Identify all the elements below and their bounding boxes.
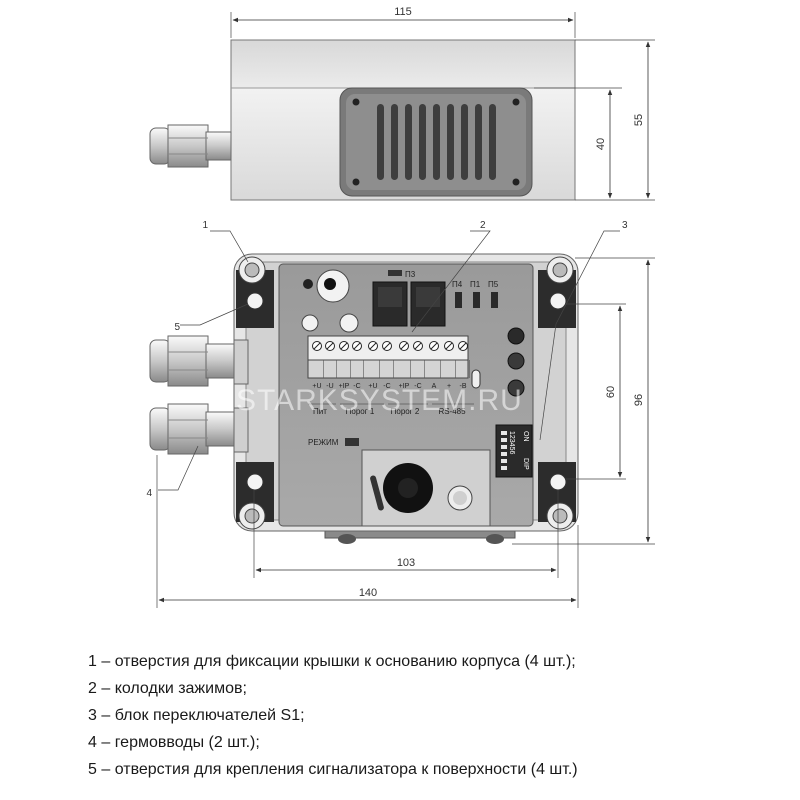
terminal-pin-label: +IP bbox=[399, 383, 410, 390]
dim-bottom-width: 140 bbox=[359, 587, 377, 599]
dim-body-height: 96 bbox=[633, 394, 645, 406]
terminal-screw-slot bbox=[430, 342, 438, 350]
terminal-blocks bbox=[307, 335, 470, 379]
group-label-rs485: RS-485 bbox=[438, 407, 466, 416]
terminal-screw-slot bbox=[414, 342, 422, 350]
dip-numbers: 123456 bbox=[508, 431, 515, 454]
vent-slots bbox=[377, 104, 496, 180]
terminal-pin-label: A bbox=[432, 383, 437, 390]
mode-button bbox=[345, 438, 359, 446]
terminal-pin-label: -U bbox=[326, 383, 333, 390]
side-view: 115 40 55 bbox=[149, 6, 655, 201]
terminal-pin-label: -C bbox=[414, 383, 421, 390]
terminal-screw-slot bbox=[459, 342, 467, 350]
legend: 1 – отверстия для фиксации крышки к осно… bbox=[88, 648, 788, 783]
dim-top-outer-height: 55 bbox=[633, 114, 645, 126]
terminal-pin-label: + bbox=[447, 383, 451, 390]
side-cable-gland bbox=[149, 124, 232, 168]
legend-item-5: 5 – отверстия для крепления сигнализатор… bbox=[88, 761, 578, 778]
terminal-screw-slot bbox=[400, 342, 408, 350]
dip-on-label: ON bbox=[522, 431, 529, 442]
terminal-screw-slot bbox=[369, 342, 377, 350]
callout-1: 1 bbox=[202, 220, 208, 231]
terminal-block-base bbox=[307, 359, 469, 379]
terminal-screw-slot bbox=[340, 342, 348, 350]
lid-fixing-holes bbox=[238, 256, 574, 530]
cable-gland-lower bbox=[149, 403, 239, 455]
terminal-pin-label: -B bbox=[460, 383, 467, 390]
terminal-pin-label: -C bbox=[353, 383, 360, 390]
jumpers-p4-p1-p5 bbox=[455, 292, 498, 308]
terminal-pin-label: +U bbox=[312, 383, 321, 390]
dip-label: DIP bbox=[522, 458, 529, 470]
vent-screws bbox=[352, 98, 520, 186]
terminal-pin-labels: +U -U +IP -C +U -C +IP -C A + -B bbox=[312, 383, 466, 390]
legend-item-2: 2 – колодки зажимов; bbox=[88, 680, 247, 697]
group-label-threshold-1: Порог 1 bbox=[346, 407, 375, 416]
cable-gland-upper bbox=[149, 335, 239, 387]
dip-switch: ON DIP 123456 bbox=[495, 424, 533, 478]
terminal-screw-slot bbox=[326, 342, 334, 350]
group-label-power: Пит bbox=[313, 407, 327, 416]
callout-5: 5 bbox=[174, 322, 180, 333]
legend-item-1: 1 – отверстия для фиксации крышки к осно… bbox=[88, 653, 576, 670]
dim-hole-spacing-vertical: 60 bbox=[605, 386, 617, 398]
legend-item-4: 4 – гермовводы (2 шт.); bbox=[88, 734, 260, 751]
terminal-pin-label: +U bbox=[368, 383, 377, 390]
callout-2: 2 bbox=[480, 220, 486, 231]
dim-top-inner-height: 40 bbox=[595, 138, 607, 150]
label-p4: П4 bbox=[452, 280, 463, 289]
label-p1: П1 bbox=[470, 280, 481, 289]
terminal-screw-slot bbox=[383, 342, 391, 350]
terminal-screw-slot bbox=[353, 342, 361, 350]
label-p5: П5 bbox=[488, 280, 499, 289]
case-lid bbox=[230, 39, 576, 89]
front-view: П3 П4 П1 П5 +U -U +IP -C +U -C +IP -C A … bbox=[146, 220, 655, 608]
terminal-screw-slot bbox=[313, 342, 321, 350]
watermark: STARKSYSTEM.RU bbox=[236, 384, 523, 417]
mode-label: РЕЖИМ bbox=[308, 438, 339, 447]
dim-top-width: 115 bbox=[394, 6, 412, 18]
label-p3: П3 bbox=[405, 270, 416, 279]
terminal-screw-slot bbox=[445, 342, 453, 350]
mounting-holes bbox=[246, 292, 567, 491]
legend-item-3: 3 – блок переключателей S1; bbox=[88, 707, 305, 724]
group-label-threshold-2: Порог 2 bbox=[391, 407, 420, 416]
terminal-pin-label: +IP bbox=[339, 383, 350, 390]
dim-hole-spacing-horizontal: 103 bbox=[397, 557, 415, 569]
terminal-pin-label: -C bbox=[383, 383, 390, 390]
callout-3: 3 bbox=[622, 220, 628, 231]
device-drawing: 115 40 55 bbox=[146, 6, 655, 608]
callout-4: 4 bbox=[146, 488, 152, 499]
